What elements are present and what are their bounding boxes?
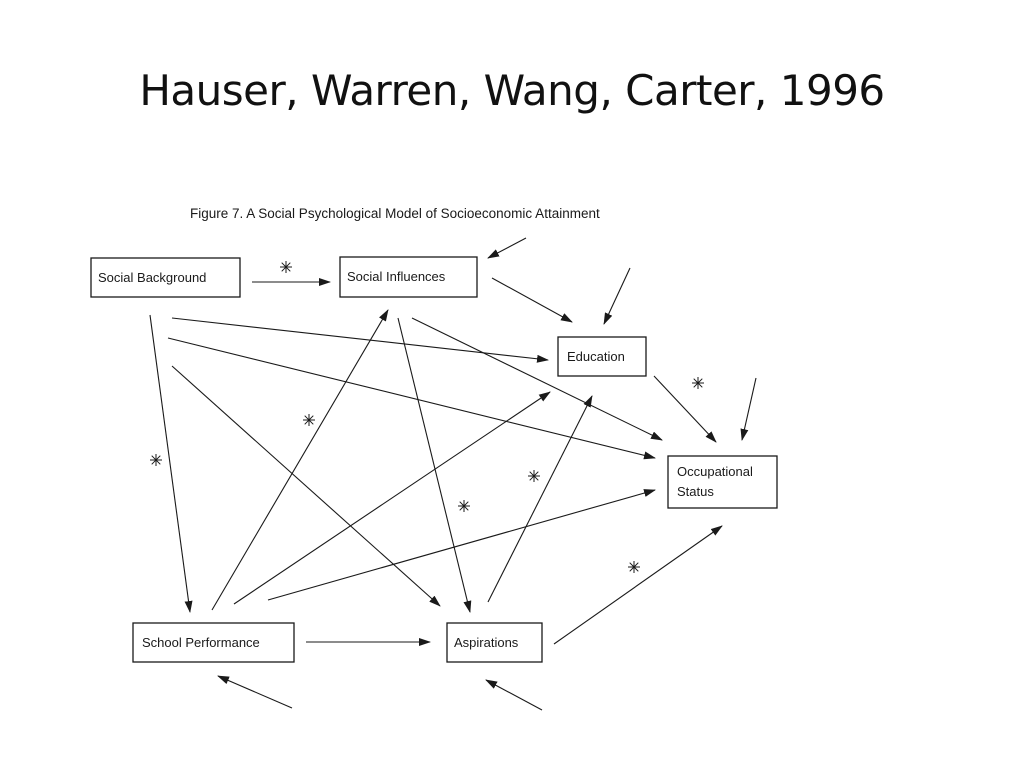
figure-caption: Figure 7. A Social Psychological Model o… [190, 206, 600, 221]
node-label: Aspirations [454, 635, 519, 650]
node-label: Social Influences [347, 269, 446, 284]
slide-title: Hauser, Warren, Wang, Carter, 1996 [139, 66, 885, 115]
node-label-line2: Status [677, 484, 714, 499]
node-label-line1: Occupational [677, 464, 753, 479]
node-label: School Performance [142, 635, 260, 650]
edge-social-background-to-education [171, 317, 549, 363]
node-school-performance: School Performance [132, 622, 295, 663]
edge-school-performance-to-social-influences [211, 309, 389, 611]
node-social-influences: Social Influences [339, 256, 478, 298]
significance-marker [458, 500, 470, 512]
edge-education-to-occupational-status [653, 375, 717, 443]
node-box [339, 256, 478, 298]
node-box [90, 257, 241, 298]
node-label: Education [567, 349, 625, 364]
edge-group [149, 277, 723, 646]
edge-social-background-to-school-performance [149, 314, 193, 613]
edge-aspirations-to-education [487, 395, 593, 603]
significance-marker [628, 561, 640, 573]
node-occupational-status: Occupational Status [667, 455, 778, 509]
disturbance-group [217, 237, 757, 711]
node-education: Education [557, 336, 647, 377]
significance-marker [692, 377, 704, 389]
edge-school-performance-to-education [233, 391, 551, 605]
disturbance-arrow-education [603, 267, 631, 325]
significance-marker [303, 414, 315, 426]
node-box [132, 622, 295, 663]
significance-marker [280, 261, 292, 273]
node-box [557, 336, 647, 377]
edge-social-background-to-occupational-status [167, 337, 656, 460]
edge-aspirations-to-occupational-status [553, 525, 723, 645]
edge-school-performance-to-occupational-status [267, 489, 656, 601]
node-aspirations: Aspirations [446, 622, 543, 663]
node-label: Social Background [98, 270, 206, 285]
disturbance-arrow-aspirations [485, 679, 543, 711]
significance-markers [150, 261, 704, 573]
edge-social-influences-to-aspirations [397, 317, 472, 613]
edge-social-background-to-aspirations [171, 365, 441, 607]
node-social-background: Social Background [90, 257, 241, 298]
node-box [667, 455, 778, 509]
disturbance-arrow-occupational-status [740, 377, 757, 441]
significance-marker [528, 470, 540, 482]
edge-social-influences-to-occupational-status [411, 317, 663, 441]
significance-marker [150, 454, 162, 466]
disturbance-arrow-school-performance [217, 675, 293, 709]
node-box [446, 622, 543, 663]
edge-social-influences-to-education [491, 277, 573, 323]
disturbance-arrow-social-influences [487, 237, 527, 259]
